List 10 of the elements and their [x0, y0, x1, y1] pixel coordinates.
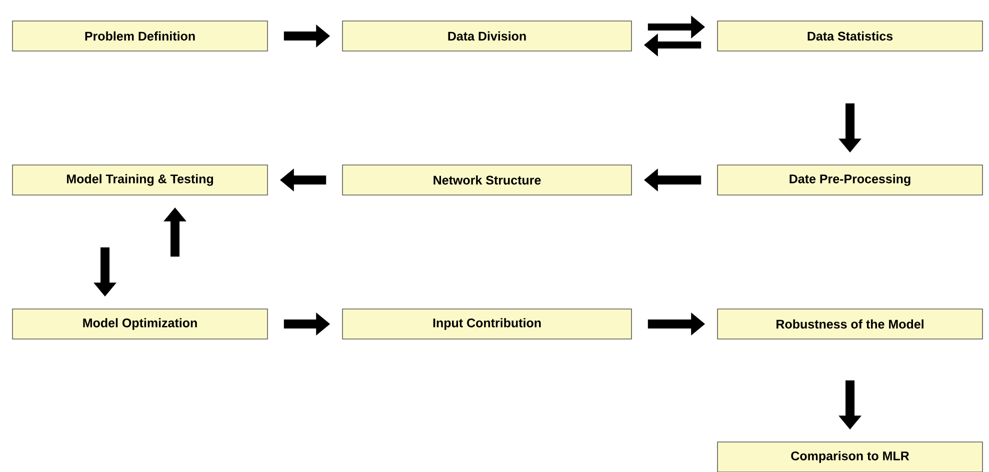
process-box: Date Pre-Processing: [717, 164, 983, 196]
process-box: Model Optimization: [12, 308, 268, 340]
process-box: Model Training & Testing: [12, 164, 268, 196]
process-box: Comparison to MLR: [717, 442, 983, 472]
process-box: Data Statistics: [717, 20, 983, 52]
process-box: Input Contribution: [342, 308, 632, 340]
process-box: Data Division: [342, 20, 632, 52]
process-box: Robustness of the Model: [717, 308, 983, 340]
process-box: Network Structure: [342, 164, 632, 196]
process-box: Problem Definition: [12, 20, 268, 52]
